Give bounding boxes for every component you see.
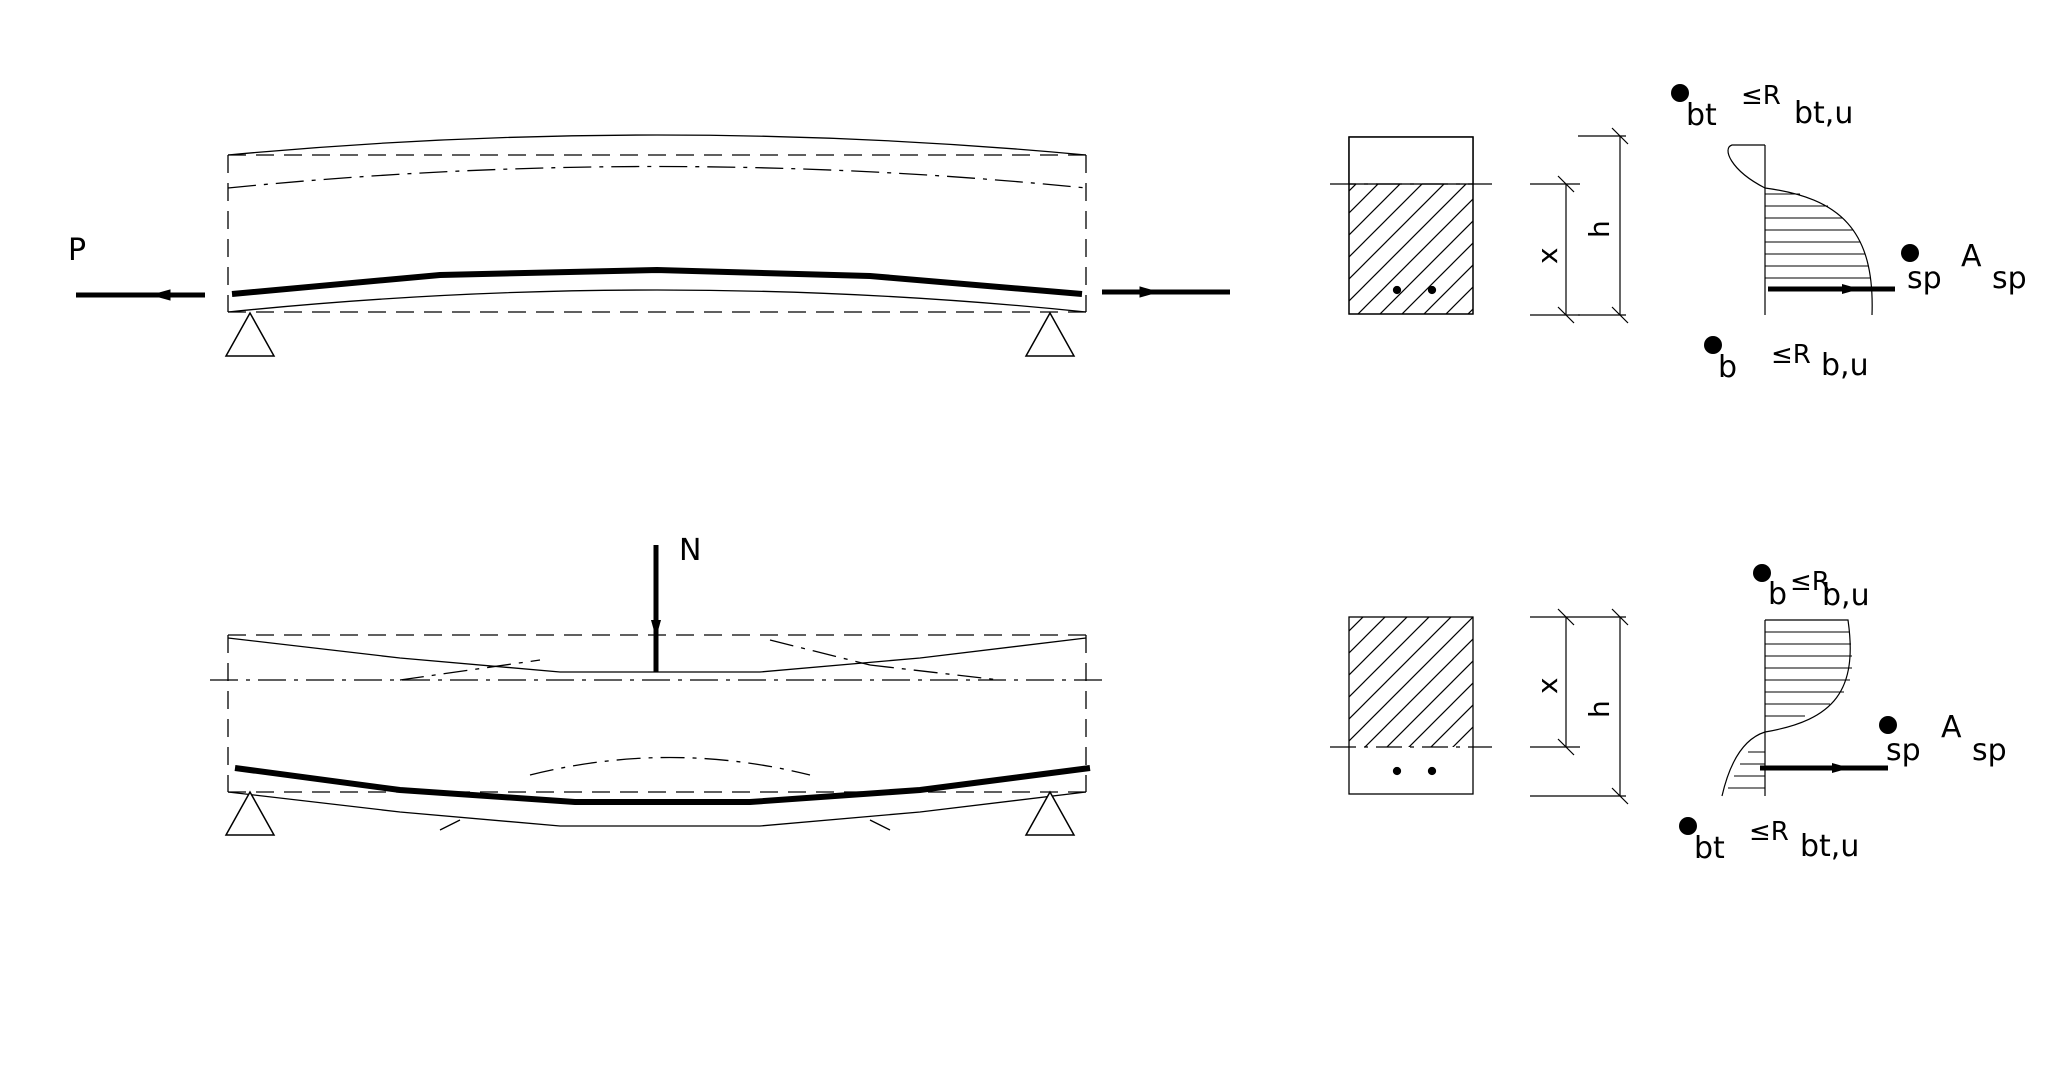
svg-text:sp: sp <box>1992 261 2027 296</box>
dim-label-h-2: h <box>1583 700 1616 718</box>
steel-label-1: sp A sp <box>1901 239 2027 296</box>
svg-text:A: A <box>1941 710 1962 745</box>
sigma-symbol-icon <box>1753 564 1771 582</box>
load-arrow-n <box>651 545 661 672</box>
sigma-symbol-icon <box>1879 716 1897 734</box>
support-1 <box>224 311 1076 357</box>
stress-label-top-1: bt ≤R bt,u <box>1671 81 1853 133</box>
svg-text:bt,u: bt,u <box>1794 96 1853 131</box>
svg-text:b: b <box>1768 577 1787 612</box>
stress-diagram-1 <box>1727 144 1873 316</box>
cross-section-1 <box>1330 136 1492 315</box>
prestressing-tendon-1 <box>231 266 1083 297</box>
svg-text:sp: sp <box>1907 261 1942 296</box>
svg-text:≤R: ≤R <box>1771 340 1811 370</box>
beam-1-elevation <box>227 134 1087 313</box>
svg-text:sp: sp <box>1972 733 2007 768</box>
dim-label-x-2: x <box>1531 677 1564 694</box>
svg-text:A: A <box>1961 239 1982 274</box>
sigma-symbol-icon <box>1671 84 1689 102</box>
steel-force-arrow-2 <box>1760 763 1888 773</box>
stress-label-bottom-2: bt ≤R bt,u <box>1679 817 1859 866</box>
svg-text:≤R: ≤R <box>1749 817 1789 847</box>
force-label-n: N <box>679 533 701 568</box>
svg-text:≤R: ≤R <box>1741 81 1781 111</box>
svg-text:b,u: b,u <box>1821 348 1869 383</box>
stress-label-bottom-1: b ≤R b,u <box>1704 336 1869 385</box>
prestress-force-arrows <box>76 286 1230 301</box>
dimension-lines-2 <box>1530 608 1629 805</box>
dim-label-h-1: h <box>1583 220 1616 238</box>
support-2 <box>224 790 1076 836</box>
sigma-symbol-icon <box>1704 336 1722 354</box>
sigma-symbol-icon <box>1901 244 1919 262</box>
svg-text:bt: bt <box>1694 831 1725 866</box>
sigma-symbol-icon <box>1679 817 1697 835</box>
force-label-p: P <box>68 233 86 268</box>
svg-text:bt: bt <box>1686 98 1717 133</box>
svg-text:b: b <box>1718 350 1737 385</box>
stress-label-top-2: b ≤R b,u <box>1753 564 1870 613</box>
svg-text:sp: sp <box>1886 733 1921 768</box>
dim-label-x-1: x <box>1531 247 1564 264</box>
dimension-lines-1 <box>1530 127 1629 324</box>
cross-section-2 <box>1330 616 1492 795</box>
steel-label-2: sp A sp <box>1879 710 2007 768</box>
prestressing-tendon-2 <box>234 765 1091 805</box>
svg-text:≤R: ≤R <box>1790 567 1830 597</box>
svg-text:b,u: b,u <box>1822 578 1870 613</box>
svg-text:bt,u: bt,u <box>1800 829 1859 864</box>
steel-force-arrow-1 <box>1768 284 1895 294</box>
